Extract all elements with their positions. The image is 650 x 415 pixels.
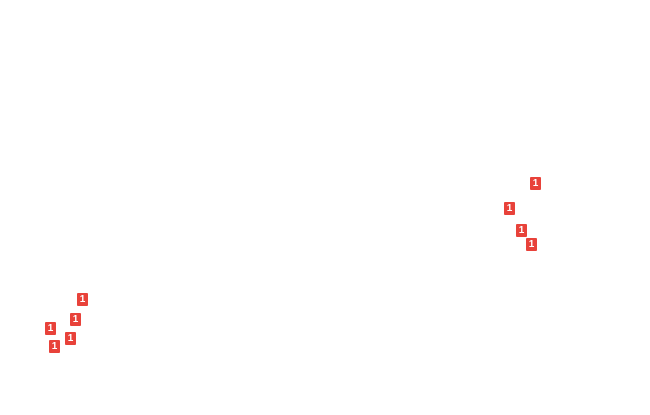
cluster-marker[interactable]: 1 [530,177,541,190]
cluster-marker[interactable]: 1 [516,224,527,237]
cluster-marker[interactable]: 1 [70,313,81,326]
cluster-marker[interactable]: 1 [45,322,56,335]
cluster-marker[interactable]: 1 [77,293,88,306]
cluster-marker[interactable]: 1 [49,340,60,353]
cluster-marker[interactable]: 1 [526,238,537,251]
cluster-marker[interactable]: 1 [504,202,515,215]
cluster-marker[interactable]: 1 [65,332,76,345]
